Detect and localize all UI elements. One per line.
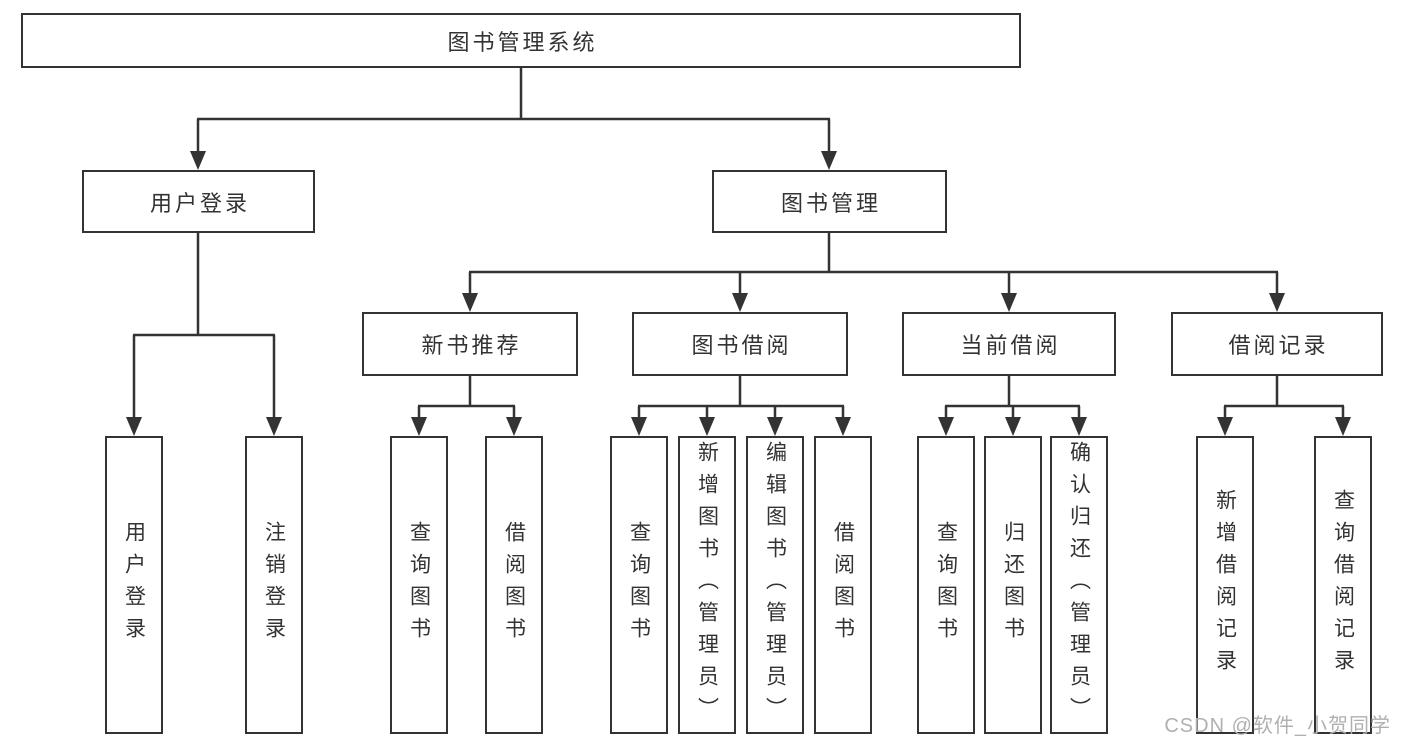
connector-borrowing-records-children xyxy=(1217,376,1351,436)
node-current-borrowing: 当前借阅 xyxy=(902,312,1116,376)
connector-current-borrowing-children xyxy=(938,376,1087,436)
leaf-query-borrow-record: 查询借阅记录 xyxy=(1314,436,1372,734)
leaf-query-books-borrowing: 查询图书 xyxy=(610,436,668,734)
leaf-add-borrow-record: 新增借阅记录 xyxy=(1196,436,1254,734)
leaf-user-login: 用户登录 xyxy=(105,436,163,734)
connector-new-book-children xyxy=(411,376,522,436)
node-book-management-system: 图书管理系统 xyxy=(21,13,1021,68)
node-borrowing-records: 借阅记录 xyxy=(1171,312,1383,376)
leaf-add-book-admin: 新增图书（管理员） xyxy=(678,436,736,734)
node-book-management: 图书管理 xyxy=(712,170,947,233)
leaf-return-books: 归还图书 xyxy=(984,436,1042,734)
csdn-watermark: CSDN @软件_小贺同学 xyxy=(1164,715,1391,737)
connector-root-to-level2 xyxy=(190,68,837,170)
leaf-confirm-return-admin: 确认归还（管理员） xyxy=(1050,436,1108,734)
leaf-borrow-books-borrowing: 借阅图书 xyxy=(814,436,872,734)
leaf-borrow-books-recommend: 借阅图书 xyxy=(485,436,543,734)
connector-book-management-children xyxy=(462,233,1285,312)
connector-user-login-children xyxy=(126,233,282,436)
leaf-query-books-recommend: 查询图书 xyxy=(390,436,448,734)
leaf-logout: 注销登录 xyxy=(245,436,303,734)
connector-book-borrowing-children xyxy=(631,376,851,436)
node-user-login: 用户登录 xyxy=(82,170,315,233)
leaf-query-books-current: 查询图书 xyxy=(917,436,975,734)
node-book-borrowing: 图书借阅 xyxy=(632,312,848,376)
node-new-book-recommend: 新书推荐 xyxy=(362,312,578,376)
leaf-edit-book-admin: 编辑图书（管理员） xyxy=(746,436,804,734)
